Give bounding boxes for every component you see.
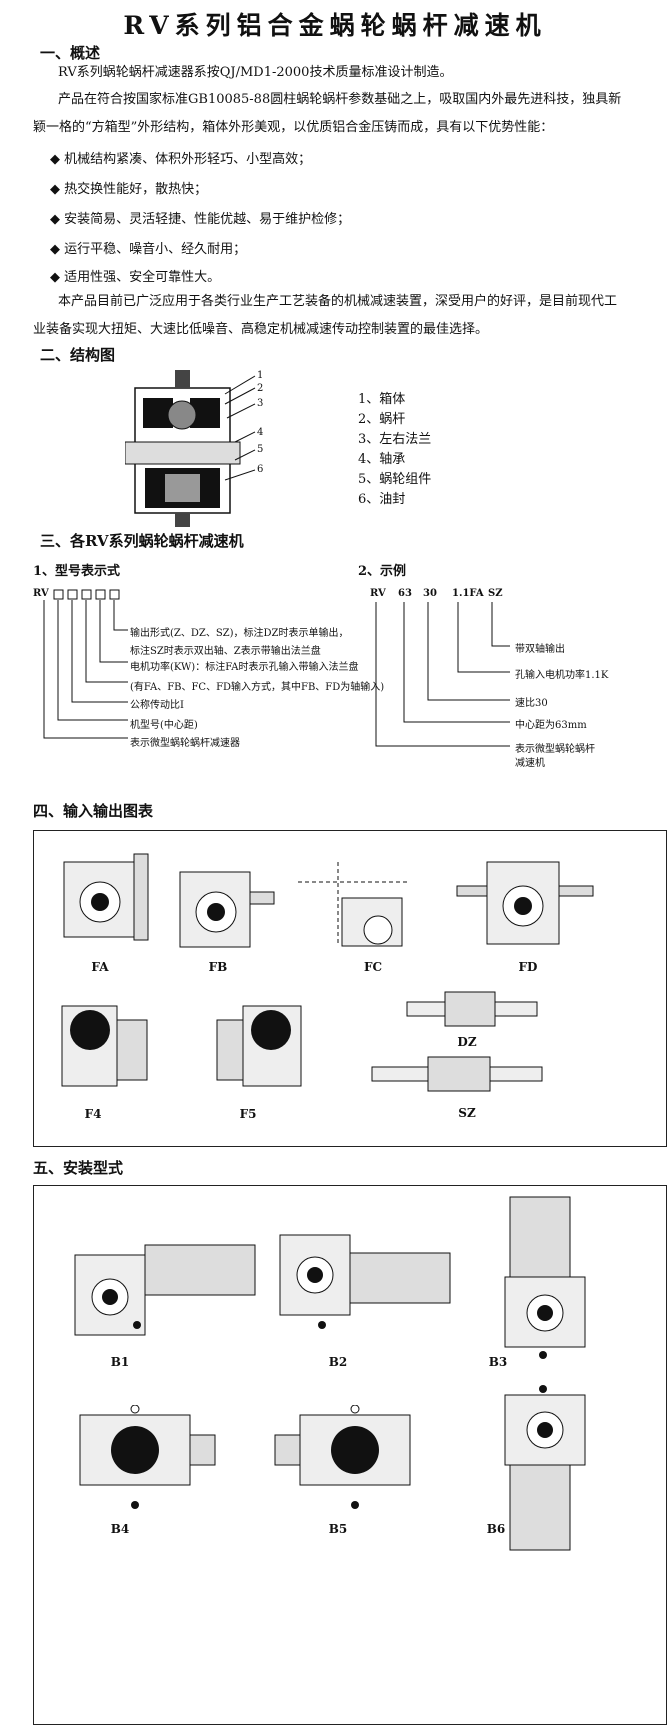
model-desc-5: 公称传动比I: [130, 700, 184, 711]
page-title: RV系列铝合金蜗轮蜗杆减速机: [123, 11, 547, 40]
label-b2: B2: [328, 1355, 348, 1369]
part-5: 5、蜗轮组件: [358, 472, 432, 487]
sz-drawing: [371, 1056, 543, 1092]
label-sz: SZ: [458, 1106, 476, 1120]
bullet-3: ◆ 安装简易、灵活轻捷、性能优越、易于维护检修；: [50, 212, 351, 227]
section2-heading: 二、结构图: [40, 346, 116, 364]
label-fa: FA: [91, 960, 109, 974]
callout-1: 1: [257, 370, 264, 381]
example-desc-1: 带双轴输出: [515, 644, 565, 655]
part-4: 4、轴承: [358, 452, 406, 467]
label-dz: DZ: [457, 1035, 477, 1049]
bullet-1: ◆ 机械结构紧凑、体积外形轻巧、小型高效；: [50, 152, 312, 167]
callout-3: 3: [257, 398, 264, 409]
label-b4: B4: [110, 1522, 130, 1536]
example-desc-6: 减速机: [515, 758, 545, 769]
label-f5: F5: [239, 1107, 257, 1121]
label-fd: FD: [518, 960, 538, 974]
overview-p1: RV系列蜗轮蜗杆减速器系按QJ/MD1-2000技术质量标准设计制造。: [58, 65, 453, 80]
part-3: 3、左右法兰: [358, 432, 432, 447]
overview-p3b: 业装备实现大扭矩、大速比低噪音、高稳定机械减速传动控制装置的最佳选择。: [33, 322, 489, 337]
label-b5: B5: [328, 1522, 348, 1536]
fd-drawing: [456, 861, 594, 945]
example-desc-2: 孔输入电机功率1.1K: [515, 670, 609, 681]
model-desc-3: 电机功率(KW)：标注FA时表示孔输入带输入法兰盘: [130, 662, 359, 673]
example-desc-5: 表示微型蜗轮蜗杆: [515, 744, 595, 755]
b2-drawing: [279, 1234, 451, 1329]
example-code-63: 63: [398, 588, 412, 599]
section5-heading: 五、安装型式: [33, 1159, 124, 1177]
callout-5: 5: [257, 444, 264, 455]
code-prefix: RV: [33, 588, 49, 599]
label-b6: B6: [486, 1522, 506, 1536]
io-chart-frame: [33, 830, 667, 1147]
overview-p3a: 本产品目前已广泛应用于各类行业生产工艺装备的机械减速装置，深受用户的好评，是目前…: [58, 294, 618, 309]
fb-drawing: [179, 871, 275, 948]
callout-4: 4: [257, 427, 264, 438]
model-desc-2: 标注SZ时表示双出轴、Z表示带输出法兰盘: [130, 646, 321, 657]
part-2: 2、蜗杆: [358, 412, 406, 427]
example-code-rv: RV: [370, 588, 386, 599]
label-fc: FC: [363, 960, 383, 974]
part-1: 1、箱体: [358, 392, 406, 407]
dz-drawing: [406, 991, 538, 1027]
overview-p2b: 颖一格的“方箱型”外形结构，箱体外形美观，以优质铝合金压铸而成，具有以下优势性能…: [33, 120, 554, 135]
b4-drawing: [79, 1405, 216, 1509]
label-fb: FB: [208, 960, 228, 974]
b5-drawing: [274, 1405, 411, 1509]
structure-diagram: [125, 370, 256, 527]
label-b1: B1: [110, 1355, 130, 1369]
label-f4: F4: [84, 1107, 102, 1121]
model-code-lines: [43, 589, 128, 739]
model-desc-6: 机型号(中心距): [130, 720, 198, 731]
b3-drawing: [504, 1196, 586, 1359]
subheading-example: 2、示例: [358, 564, 407, 579]
callout-6: 6: [257, 464, 264, 475]
overview-p2a: 产品在符合按国家标准GB10085-88圆柱蜗轮蜗杆参数基础之上，吸取国内外最先…: [58, 92, 622, 107]
b1-drawing: [74, 1244, 256, 1336]
callout-2: 2: [257, 383, 264, 394]
f4-drawing: [61, 1005, 148, 1087]
part-6: 6、油封: [358, 492, 406, 507]
section1-heading: 一、概述: [40, 44, 101, 62]
section4-heading: 四、输入输出图表: [33, 802, 154, 820]
bullet-4: ◆ 运行平稳、噪音小、经久耐用；: [50, 242, 247, 257]
fa-drawing: [63, 853, 149, 941]
fc-drawing: [298, 862, 408, 947]
model-desc-1: 输出形式(Z、DZ、SZ)，标注DZ时表示单输出，: [130, 628, 349, 639]
model-desc-7: 表示微型蜗轮蜗杆减速器: [130, 738, 240, 749]
label-b3: B3: [488, 1355, 508, 1369]
example-desc-3: 速比30: [515, 698, 548, 709]
bullet-5: ◆ 适用性强、安全可靠性大。: [50, 270, 221, 285]
example-code-fa: 1.1FA: [452, 588, 484, 599]
example-code-sz: SZ: [488, 588, 503, 599]
section3-heading: 三、各RV系列蜗轮蜗杆减速机: [40, 532, 244, 550]
subheading-model: 1、型号表示式: [33, 564, 121, 579]
bullet-2: ◆ 热交换性能好，散热快；: [50, 182, 208, 197]
example-desc-4: 中心距为63mm: [515, 720, 587, 731]
example-code-30: 30: [423, 588, 437, 599]
f5-drawing: [216, 1005, 302, 1087]
mounting-frame: [33, 1185, 667, 1725]
b6-drawing: [504, 1385, 586, 1551]
example-code-lines: [375, 602, 510, 747]
model-desc-4: (有FA、FB、FC、FD输入方式，其中FB、FD为轴输入): [130, 682, 385, 693]
